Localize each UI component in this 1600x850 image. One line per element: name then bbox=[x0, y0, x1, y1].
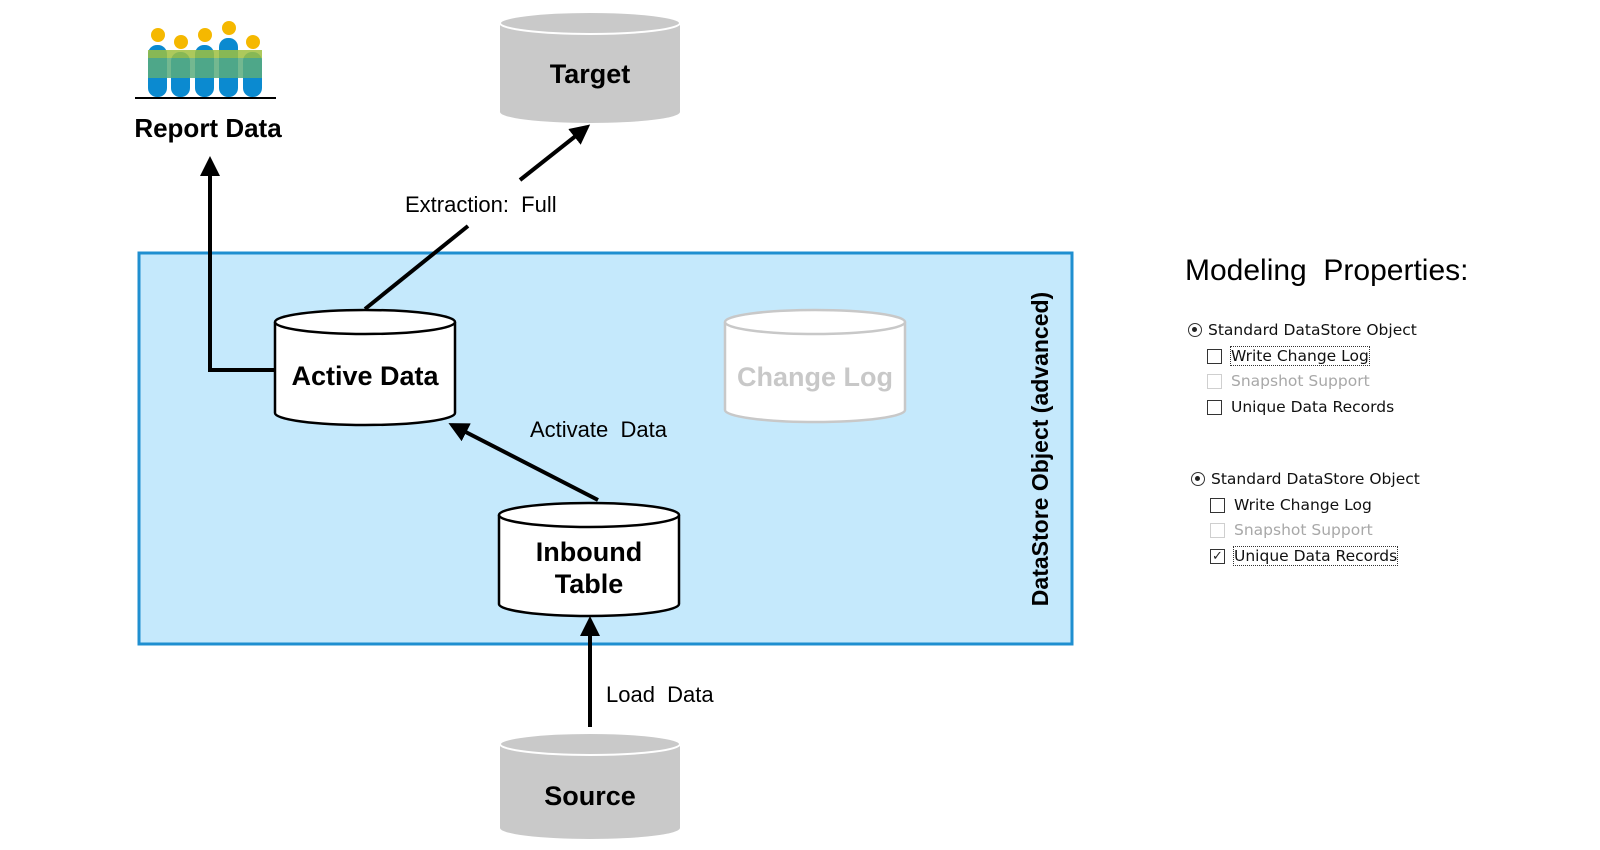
standard-dso-radio-2[interactable]: Standard DataStore Object bbox=[1191, 469, 1420, 489]
target-db[interactable]: Target bbox=[499, 11, 681, 123]
radio-selected-icon[interactable] bbox=[1191, 472, 1205, 486]
snapshot-support-label-1: Snapshot Support bbox=[1231, 372, 1370, 390]
write-change-log-label-1: Write Change Log bbox=[1230, 346, 1370, 366]
report-arrow bbox=[200, 156, 275, 372]
unique-data-records-label-1: Unique Data Records bbox=[1231, 398, 1395, 416]
unique-data-records-checkbox-1[interactable]: Unique Data Records bbox=[1207, 397, 1394, 417]
modeling-properties-title: Modeling Properties: bbox=[1185, 254, 1469, 287]
unique-data-records-checkbox-2[interactable]: ✓ Unique Data Records bbox=[1210, 546, 1399, 566]
activate-label: Activate Data bbox=[530, 417, 668, 442]
write-change-log-checkbox-2[interactable]: Write Change Log bbox=[1210, 495, 1372, 515]
report-data-label: Report Data bbox=[134, 113, 282, 143]
inbound-table-db[interactable]: Inbound Table bbox=[497, 501, 681, 618]
inbound-table-label-line1: Inbound bbox=[536, 537, 642, 567]
active-data-db[interactable]: Active Data bbox=[273, 308, 457, 427]
standard-dso-label-1: Standard DataStore Object bbox=[1208, 321, 1417, 339]
snapshot-support-checkbox-2: Snapshot Support bbox=[1210, 520, 1373, 540]
report-people-icon bbox=[135, 21, 276, 99]
extraction-arrow-lower bbox=[363, 224, 470, 311]
snapshot-support-label-2: Snapshot Support bbox=[1234, 521, 1373, 539]
snapshot-support-checkbox-1: Snapshot Support bbox=[1207, 371, 1370, 391]
activate-arrow bbox=[448, 423, 599, 502]
source-label: Source bbox=[544, 781, 636, 811]
extraction-arrow-upper bbox=[518, 124, 591, 182]
inbound-table-label-line2: Table bbox=[555, 569, 624, 599]
change-log-label: Change Log bbox=[737, 362, 893, 392]
checkbox-disabled-icon bbox=[1210, 522, 1225, 538]
datastore-container-label: DataStore Object (advanced) bbox=[1027, 292, 1053, 606]
checkbox-checked-icon[interactable]: ✓ bbox=[1210, 548, 1225, 564]
checkbox-unchecked-icon[interactable] bbox=[1210, 497, 1225, 513]
write-change-log-checkbox-1[interactable]: Write Change Log bbox=[1207, 346, 1370, 366]
source-db[interactable]: Source bbox=[499, 732, 681, 839]
radio-selected-icon[interactable] bbox=[1188, 323, 1202, 337]
checkbox-unchecked-icon[interactable] bbox=[1207, 399, 1222, 415]
target-label: Target bbox=[550, 59, 631, 89]
unique-data-records-label-2: Unique Data Records bbox=[1232, 546, 1399, 566]
change-log-db[interactable]: Change Log bbox=[723, 308, 907, 424]
active-data-label: Active Data bbox=[291, 361, 439, 391]
checkbox-unchecked-icon[interactable] bbox=[1207, 348, 1222, 364]
extraction-label: Extraction: Full bbox=[405, 192, 557, 217]
standard-dso-label-2: Standard DataStore Object bbox=[1211, 470, 1420, 488]
load-label: Load Data bbox=[606, 682, 714, 707]
checkbox-disabled-icon bbox=[1207, 373, 1222, 389]
write-change-log-label-2: Write Change Log bbox=[1234, 496, 1372, 514]
standard-dso-radio-1[interactable]: Standard DataStore Object bbox=[1188, 320, 1417, 340]
